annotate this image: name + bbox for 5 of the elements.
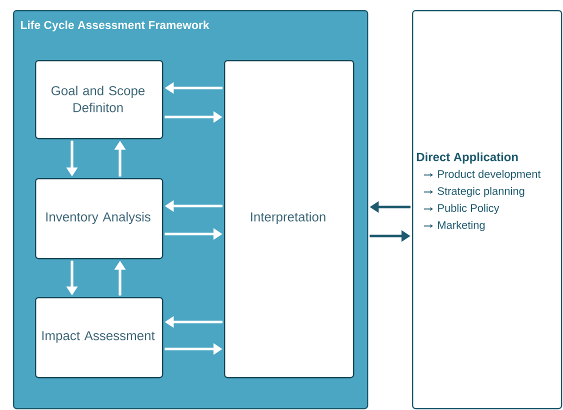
stage-box: Impact Assessment [35, 297, 164, 378]
application-box: Direct Application Product development Strategic planning Public Policy Marketing [412, 10, 562, 410]
stage-box: Goal and Scope Definiton [35, 60, 164, 140]
interpretation-box: Interpretation [224, 60, 354, 378]
stage-box: Inventory Analysis [35, 178, 164, 260]
